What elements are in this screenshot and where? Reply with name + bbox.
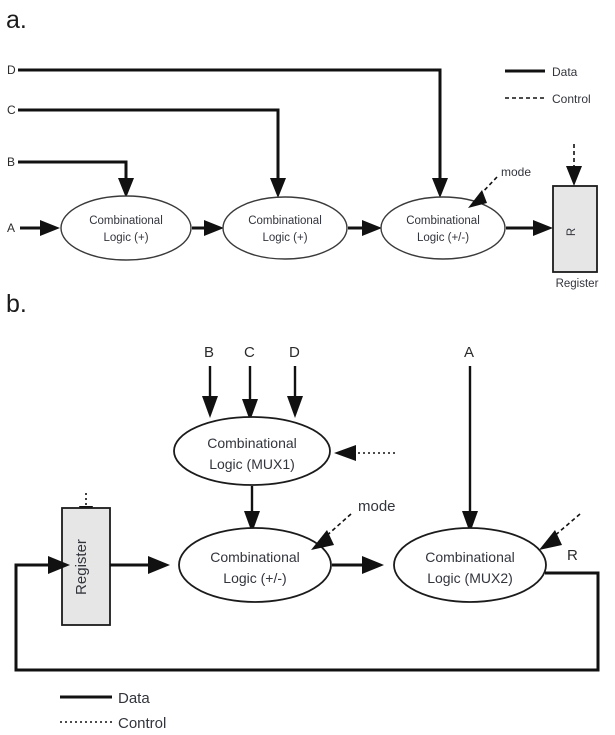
arrowhead-a: [40, 220, 60, 236]
arrowhead-c-mux1: [242, 399, 258, 421]
arrowhead-mux1-plusminus: [244, 511, 260, 533]
arrowhead-register-control-a: [566, 166, 582, 186]
arrowhead-a-mux2: [462, 511, 478, 533]
wire-feedback-loop: [14, 563, 600, 672]
legend-control-label-b: Control: [118, 715, 166, 732]
register-block-a[interactable]: R: [552, 185, 598, 273]
node-label-line1: Combinational: [210, 549, 300, 565]
signal-label-a: A: [7, 221, 15, 235]
arrowhead-feedback: [48, 556, 70, 574]
mode-label-a: mode: [501, 165, 531, 179]
register-inner-label: R: [566, 228, 578, 236]
arrowhead-b-mux1: [202, 396, 218, 418]
node-comb-logic-plus-1[interactable]: Combinational Logic (+): [60, 195, 192, 261]
wire-d: [18, 68, 442, 183]
wire-b: [18, 160, 128, 183]
node-label-line2: Logic (+/-): [417, 232, 469, 244]
signal-label-b-mux1: B: [204, 344, 214, 361]
register-rect: [552, 185, 598, 273]
arrowhead-d-mux1: [287, 396, 303, 418]
node-label-line1: Combinational: [248, 215, 322, 227]
arrowhead-b: [118, 178, 134, 198]
node-label-line1: Combinational: [406, 215, 480, 227]
arrowhead-node1-node2: [204, 220, 224, 236]
arrowhead-node3-register: [533, 220, 553, 236]
arrowhead-c: [270, 178, 286, 198]
node-comb-logic-plus-2[interactable]: Combinational Logic (+): [222, 196, 348, 260]
signal-label-c-mux1: C: [244, 344, 255, 361]
arrowhead-register-plusminus: [148, 556, 170, 574]
arrowhead-mode-b: [311, 530, 334, 550]
register-caption-a: Register: [556, 278, 599, 290]
panel-a: a. D C B A Combinational Logic (+): [6, 6, 599, 290]
node-comb-logic-plusminus-b[interactable]: Combinational Logic (+/-): [178, 527, 332, 603]
node-comb-logic-plusminus[interactable]: Combinational Logic (+/-): [380, 196, 506, 260]
panel-b-label: b.: [6, 290, 27, 318]
node-label-line1: Combinational: [425, 549, 515, 565]
node-label-line1: Combinational: [89, 215, 163, 227]
node-comb-logic-mux1[interactable]: Combinational Logic (MUX1): [173, 416, 331, 486]
legend-data-label-b: Data: [118, 690, 150, 707]
register-label-b: Register: [73, 539, 90, 595]
signal-label-d: D: [7, 63, 16, 77]
panel-a-label: a.: [6, 6, 27, 34]
node-ellipse: [60, 195, 192, 261]
node-label-line2: Logic (+/-): [223, 570, 286, 586]
panel-b: b. B C D Combinational Logic (MUX1): [6, 290, 600, 732]
node-label-line2: Logic (MUX2): [427, 570, 513, 586]
node-ellipse: [393, 527, 547, 603]
arrowhead-plusminus-mux2: [362, 556, 384, 574]
mode-label-b: mode: [358, 498, 396, 515]
node-label-line2: Logic (+): [262, 232, 307, 244]
legend-b: Data Control: [60, 690, 166, 732]
node-label-line1: Combinational: [207, 435, 297, 451]
node-ellipse: [178, 527, 332, 603]
legend-control-label-a: Control: [552, 92, 591, 106]
register-block-b[interactable]: Register: [61, 507, 111, 626]
signal-label-d-mux1: D: [289, 344, 300, 361]
signal-label-c: C: [7, 103, 16, 117]
node-ellipse: [222, 196, 348, 260]
arrowhead-mode-a: [468, 190, 487, 208]
node-ellipse: [173, 416, 331, 486]
wire-c: [18, 108, 280, 183]
node-label-line2: Logic (MUX1): [209, 456, 295, 472]
arrowhead-node2-node3: [362, 220, 382, 236]
node-comb-logic-mux2[interactable]: Combinational Logic (MUX2): [393, 527, 547, 603]
arrowhead-mux1-control: [334, 445, 356, 461]
legend-data-label-a: Data: [552, 65, 578, 79]
legend-a: Data Control: [505, 65, 591, 106]
arrowhead-d: [432, 178, 448, 198]
node-ellipse: [380, 196, 506, 260]
signal-label-a-mux2: A: [464, 344, 474, 361]
output-label-r: R: [567, 547, 578, 564]
signal-label-b: B: [7, 155, 15, 169]
arrowhead-mux2-control: [539, 530, 562, 550]
node-label-line2: Logic (+): [103, 232, 148, 244]
